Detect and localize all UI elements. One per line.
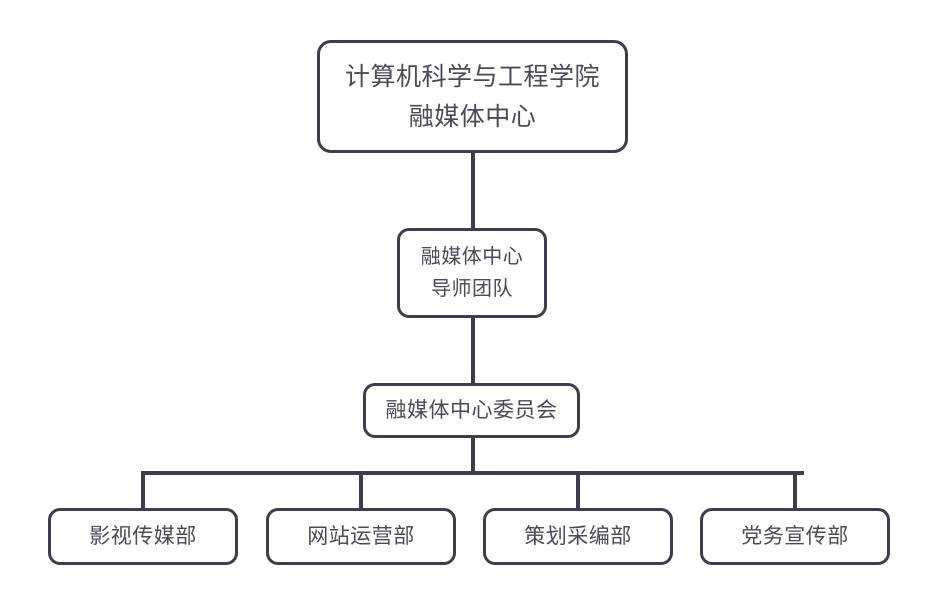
node-root-line-1: 计算机科学与工程学院: [344, 62, 600, 91]
node-dept-planning[interactable]: 策划采编部: [483, 508, 673, 565]
connector-mentor-team-to-committee: [471, 316, 475, 385]
node-dept-planning-label: 策划采编部: [524, 524, 632, 548]
node-committee-line-1: 融媒体中心委员会: [385, 398, 558, 422]
connector-horizontal-bus: [143, 471, 804, 475]
connector-drop-dept-film: [141, 471, 145, 510]
connector-drop-dept-party: [793, 471, 797, 510]
node-dept-party-label: 党务宣传部: [741, 524, 849, 548]
node-dept-website-label: 网站运营部: [307, 524, 415, 548]
node-dept-film-label: 影视传媒部: [89, 524, 197, 548]
connector-root-to-mentor-team: [471, 150, 475, 230]
connector-drop-dept-website: [359, 471, 363, 510]
node-dept-film[interactable]: 影视传媒部: [48, 508, 238, 565]
node-mentor-team-line-2: 导师团队: [431, 278, 513, 300]
connector-committee-to-bus: [471, 435, 475, 475]
node-mentor-team-line-1: 融媒体中心: [420, 246, 524, 268]
node-dept-website[interactable]: 网站运营部: [266, 508, 456, 565]
connector-drop-dept-planning: [576, 471, 580, 510]
node-mentor-team[interactable]: 融媒体中心 导师团队: [397, 228, 547, 318]
node-committee[interactable]: 融媒体中心委员会: [363, 383, 580, 438]
node-dept-party[interactable]: 党务宣传部: [700, 508, 890, 565]
node-root[interactable]: 计算机科学与工程学院 融媒体中心: [317, 40, 628, 153]
node-root-line-2: 融媒体中心: [408, 102, 537, 131]
